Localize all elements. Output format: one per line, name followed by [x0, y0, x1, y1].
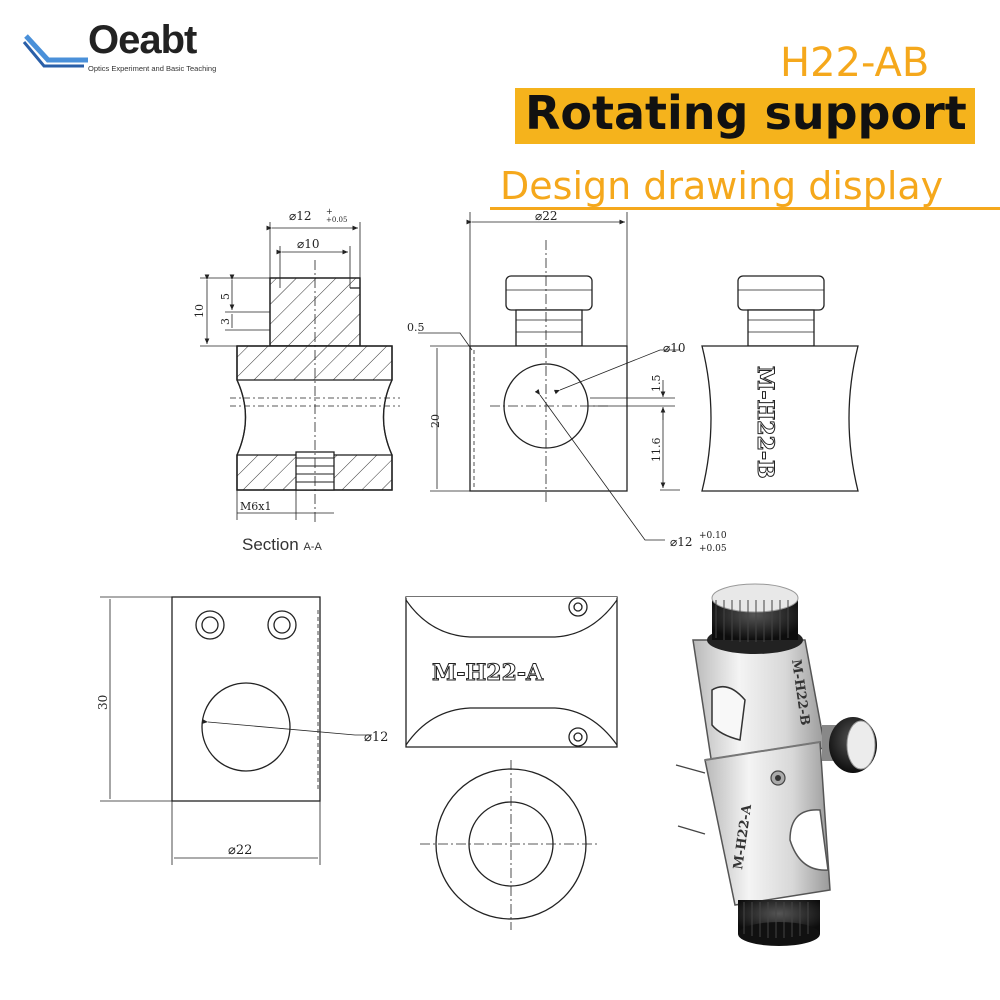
dim-h3: 3 [219, 318, 232, 325]
dim-d22-top: ⌀22 [535, 209, 558, 223]
dim-d10-side: ⌀10 [663, 341, 686, 355]
section-label-text: Section [242, 535, 299, 554]
page-subtitle: Design drawing display [500, 164, 944, 208]
title-highlight-bar [515, 88, 975, 144]
dim-v116: 11.6 [650, 438, 663, 463]
dim-thread: M6x1 [240, 500, 271, 513]
dim-v15: 1.5 [650, 375, 663, 393]
dim-bore-tol-top: +0.10 [699, 531, 727, 541]
dim-h10: 10 [193, 304, 206, 318]
dim-bore-tol-bot: +0.05 [699, 544, 727, 554]
dim-d12-tol: ⌀12 [289, 209, 312, 223]
brand-tagline: Optics Experiment and Basic Teaching [88, 64, 217, 73]
section-view [200, 222, 400, 525]
engraving-part-b: M-H22-B [752, 366, 778, 479]
engraved-a-view [405, 596, 618, 748]
dim-d10-top: ⌀10 [297, 237, 320, 251]
engraved-b-view [701, 275, 859, 492]
dim-d12-tol-bot: +0.05 [326, 216, 347, 224]
dim-h20: 20 [429, 414, 442, 428]
side-view [418, 212, 680, 541]
assembly-render [675, 583, 877, 946]
dim-h5: 5 [219, 293, 232, 300]
subtitle-underline [490, 207, 1000, 210]
section-label: Section A-A [242, 535, 322, 555]
front-view [100, 596, 372, 865]
ring-view [420, 760, 600, 930]
dim-d12-tol-top: + [326, 207, 333, 216]
dim-h30: 30 [96, 695, 110, 710]
logo-icon [22, 34, 88, 68]
brand-name: Oeabt [88, 18, 197, 62]
dim-d12-front: ⌀12 [364, 730, 388, 745]
dim-d22-bottom: ⌀22 [228, 843, 252, 858]
page-title: Rotating support [525, 86, 967, 140]
section-label-suffix: A-A [303, 541, 322, 553]
dim-gap: 0.5 [407, 321, 425, 334]
engraving-part-a: M-H22-A [432, 660, 544, 686]
dim-bore: ⌀12 [670, 535, 693, 549]
model-number: H22-AB [780, 40, 930, 86]
